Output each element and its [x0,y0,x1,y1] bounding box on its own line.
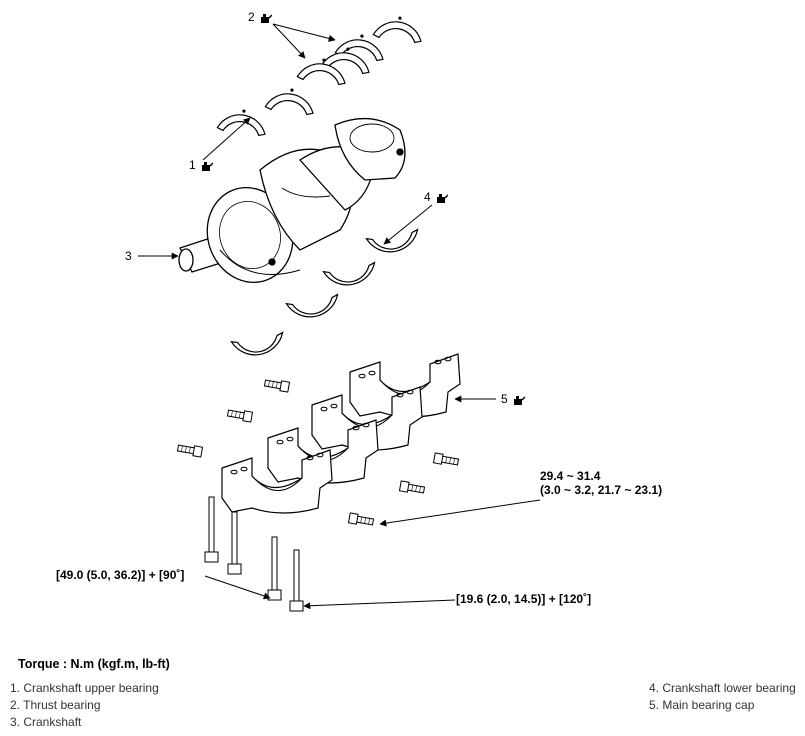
legend-right: 4. Crankshaft lower bearing 5. Main bear… [649,680,796,714]
oil-can-icon [202,161,214,171]
side-bolt-c [176,442,204,458]
upper-bearing-b [216,105,269,137]
callout-3-number: 3 [125,249,132,263]
oil-can-icon [261,13,273,23]
torque-cap-bolt-line2: (3.0 ~ 3.2, 21.7 ~ 23.1) [540,483,663,497]
exploded-diagram [138,12,541,612]
lower-bearing-d [230,331,287,360]
upper-bearing-a [264,84,317,116]
callout-5: 5 [501,392,526,406]
callout-2-number: 2 [248,10,255,24]
legend-item: 2. Thrust bearing [10,698,101,712]
callout-2: 2 [248,10,273,24]
callout-5-number: 5 [501,392,508,406]
callout-4-number: 4 [424,190,431,204]
callout-1-number: 1 [189,158,196,172]
callout-1: 1 [189,158,214,172]
side-bolt-d [432,452,460,468]
torque-units-title: Torque : N.m (kgf.m, lb-ft) [18,657,170,671]
lower-bearing-a [365,228,422,257]
long-bolts [204,496,304,612]
lower-bearing-b [322,261,379,290]
crankshaft [178,117,406,283]
torque-cap-bolt: 29.4 ~ 31.4 (3.0 ~ 3.2, 21.7 ~ 23.1) [540,469,662,497]
callout-4: 4 [424,190,449,204]
oil-can-icon [514,395,526,405]
side-bolt-f [347,512,375,528]
side-bolt-e [398,480,426,496]
torque-cap-bolt-line1: 29.4 ~ 31.4 [540,469,601,483]
leader-lines [138,23,541,610]
legend-item: 1. Crankshaft upper bearing [10,681,159,695]
legend-item: 5. Main bearing cap [649,698,755,712]
torque-long-bolt-right: [19.6 (2.0, 14.5)] + [120˚] [456,592,592,606]
callout-3: 3 [125,249,132,263]
side-bolt-b [226,407,254,423]
legend-left: 1. Crankshaft upper bearing 2. Thrust be… [10,680,159,731]
thrust-bearing-a [372,12,425,44]
torque-long-bolt-left: [49.0 (5.0, 36.2)] + [90˚] [56,568,185,582]
legend-item: 3. Crankshaft [10,715,82,729]
oil-can-icon [437,193,449,203]
side-bolt-a [263,377,291,393]
legend-item: 4. Crankshaft lower bearing [649,681,796,695]
lower-bearing-c [285,293,342,322]
